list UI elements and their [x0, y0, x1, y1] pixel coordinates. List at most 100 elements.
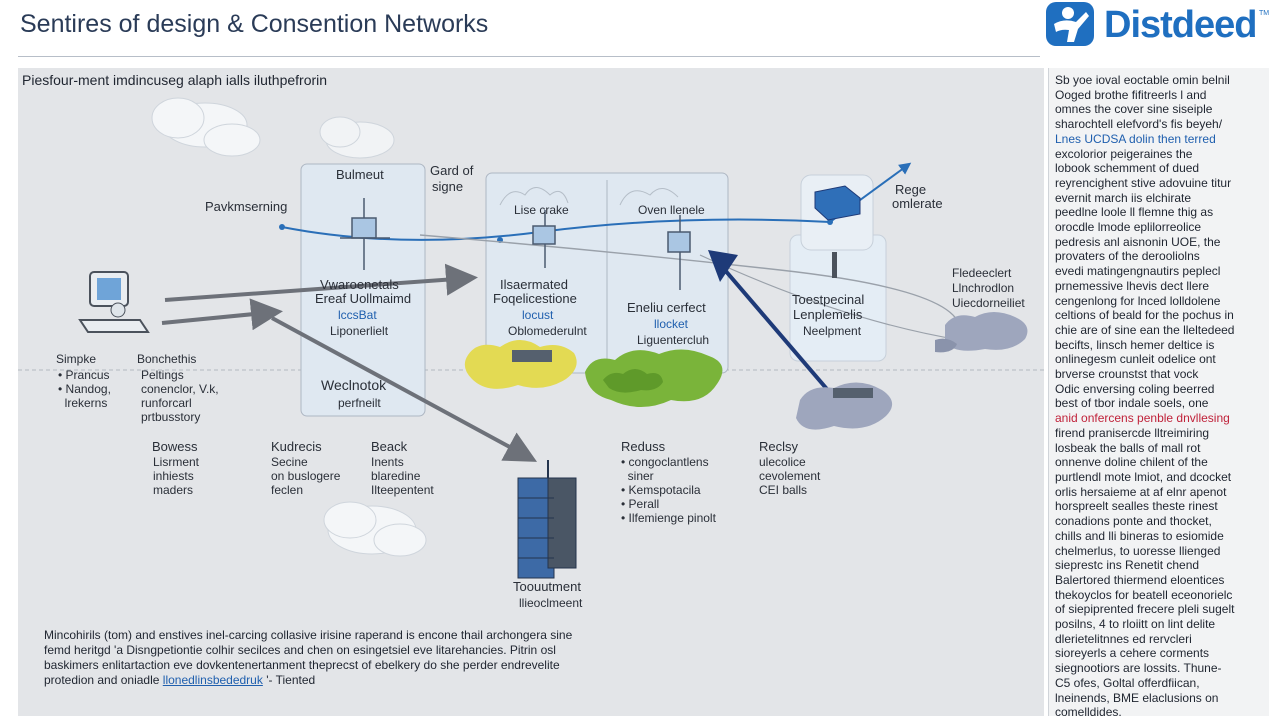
logo-trademark: TM: [1259, 10, 1270, 17]
sidebar-line: Odic enversing coling beerred: [1055, 381, 1215, 396]
footer-line-4: protedion and oniadle llonedlinsbededruk…: [44, 673, 315, 689]
box1-bottom: Weclnotok: [321, 377, 387, 393]
column-title-3: Beack: [371, 439, 408, 454]
arrow-up: [716, 260, 840, 404]
yellow-cloud: [464, 340, 577, 389]
sidebar-line: best of tbor indale soels, one: [1055, 396, 1209, 411]
sidebar-line: lobook schemment of dued: [1055, 161, 1200, 176]
sidebar-line: chills and lli bineras to esiomide: [1055, 528, 1224, 543]
box2-blue-label: locust: [522, 308, 554, 322]
label-bonchethis-4: prtbusstory: [141, 410, 201, 424]
page-title: Sentires of design & Consention Networks: [20, 10, 489, 38]
box1-blue-label: lccsBat: [338, 308, 377, 322]
diagram-graphics: [18, 97, 1044, 579]
sidebar-line: onlinegesm cunleit odelice ont: [1055, 352, 1216, 367]
box2-mid-2: Foqelicestione: [493, 291, 577, 306]
sidebar-line: horspreelt sealles theste rinest: [1055, 499, 1218, 514]
sidebar-line: onnenve doline chilent of the: [1055, 455, 1208, 470]
footer-line-4-start: protedion and oniadle: [44, 673, 160, 687]
arrow-right: [164, 263, 478, 302]
arrow-right: [161, 298, 283, 331]
sidebar-line: cengenlong for lnced lolldolene: [1055, 293, 1221, 308]
column-1-line-2: inhiests: [153, 469, 194, 483]
sidebar-line: purtlendl mote lmiot, and dcocket: [1055, 469, 1232, 484]
sidebar-line: anid onfercens penble dnvllesing: [1055, 411, 1230, 426]
sidebar-line: comelldides.: [1055, 705, 1122, 720]
sidebar-line: pedresis anl aisnonin UOE, the: [1055, 234, 1221, 249]
sidebar-line: firend pranisercde lltreimiring: [1055, 425, 1210, 440]
column-1-line-1: Lisrment: [153, 455, 200, 469]
sidebar-line: siegnootiors are lossits. Thune-: [1055, 661, 1222, 676]
logo-wordmark: Distdeed: [1104, 4, 1257, 46]
sidebar-line: excolorior peigeraines the: [1055, 146, 1193, 161]
box1-bottom-sub: perfneilt: [338, 396, 381, 410]
footer-line-3: baskimers enlitartaction eve dovkentener…: [44, 658, 560, 672]
sidebar-line: lneinends, BME elaclusions on: [1055, 690, 1219, 705]
label-simpke-item-2: • Nandog,: [58, 382, 111, 396]
sidebar-line: becifts, linsch hemer deltice is: [1055, 337, 1215, 352]
box2-right-mid: Eneliu cerfect: [627, 300, 706, 315]
column-3-line-1: Inents: [371, 455, 404, 469]
footer-line-4-end: '- Tiented: [266, 673, 316, 687]
label-bonchethis-1: Peltings: [141, 368, 184, 382]
sidebar-line: celtions of beald for the pochus in: [1055, 308, 1234, 323]
column-4-line-2: siner: [621, 469, 654, 483]
sidebar-line: orlis hersaieme at af elnr apenot: [1055, 484, 1227, 499]
diagram-subtitle: Piesfour-ment imdincuseg alaph ialls ilu…: [22, 72, 328, 88]
box1-mid-2: Ereaf Uollmaimd: [315, 291, 412, 306]
far-right-1: Fledeeclert: [952, 266, 1012, 280]
column-2-line-3: feclen: [271, 483, 304, 497]
cloud-icon: [151, 97, 261, 157]
server-icon: [517, 460, 577, 579]
cloud-icon: [319, 116, 395, 159]
box3-sub: Neelpment: [803, 324, 862, 338]
box2-mid-1: Ilsaermated: [500, 277, 568, 292]
sidebar-line: orocdle lmode eplilorreolice: [1055, 220, 1202, 235]
sidebar-line: sioreyerls a cehere corments: [1055, 646, 1210, 661]
column-title-4: Reduss: [621, 439, 666, 454]
column-1-line-3: maders: [153, 483, 194, 497]
sidebar-line: evedi matingengnautirs peplecl: [1055, 264, 1221, 279]
antenna-icon: [667, 215, 691, 290]
sidebar-line: thekoyclos for beatell eceonorielc: [1055, 587, 1233, 602]
label-pavkmserning: Pavkmserning: [205, 199, 288, 214]
logo-icon: [1046, 2, 1094, 46]
arrow-down: [271, 316, 538, 462]
label-bonchethis: Bonchethis: [137, 352, 197, 366]
column-title-2: Kudrecis: [271, 439, 322, 454]
server-label-1: Toouutment: [513, 579, 581, 594]
footer-line-2: femd heritgd 'a Disngpetiontie colhir se…: [44, 643, 556, 657]
label-card-1: Gard of: [430, 163, 474, 178]
box2-right-sub: Liguentercluh: [637, 333, 710, 347]
column-5-line-1: ulecolice: [759, 455, 806, 469]
sidebar-line: evernit march iis elchirate: [1055, 190, 1192, 205]
sidebar-line: Sb yoe ioval eoctable omin belnil: [1055, 73, 1230, 87]
title-divider: [18, 56, 1040, 57]
sidebar-line: omnes the cover sine siseiple: [1055, 102, 1213, 117]
box2-sub: Oblomederulnt: [508, 324, 587, 338]
label-simpke-item-3: lrekerns: [58, 396, 108, 410]
column-3-line-2: blaredine: [371, 469, 421, 483]
laptop-icon: [78, 271, 150, 333]
label-simpke-item-1: • Prancus: [58, 368, 110, 382]
sidebar-line: brverse crounstst that vock: [1055, 367, 1199, 382]
box1-title: Bulmeut: [336, 167, 384, 182]
box1-mid-1: Vwaroenetals: [320, 277, 399, 292]
column-title-1: Bowess: [152, 439, 198, 454]
footer-line-1: Mincohirils (tom) and enstives inel-carc…: [44, 628, 573, 642]
column-4-line-3: • Kemspotacila: [621, 483, 701, 497]
sidebar-line: chelmerlus, to uoresse llienged: [1055, 543, 1221, 558]
box3-mid-1: Toestpecinal: [792, 292, 865, 307]
box2-right-top: Oven llenele: [638, 203, 705, 217]
column-2-line-2: on buslogere: [271, 469, 341, 483]
antenna-icon: [340, 198, 390, 270]
footer-link[interactable]: llonedlinsbededruk: [162, 673, 263, 687]
sidebar-line: of siepiprented frecere pleli sugelt: [1055, 602, 1235, 617]
router-icon: [814, 185, 861, 278]
box2-left-top: Lise crake: [514, 203, 569, 217]
column-4-line-5: • Ilfemienge pinolt: [621, 511, 716, 525]
sidebar-line: dlerietelitnnes ed rervcleri: [1055, 631, 1192, 646]
sidebar-line: posilns, 4 to rloiitt on lint delite: [1055, 617, 1216, 632]
server-label-2: llieoclmeent: [519, 596, 583, 610]
sidebar-line: reyrencighent stive adovuine titur: [1055, 175, 1232, 190]
